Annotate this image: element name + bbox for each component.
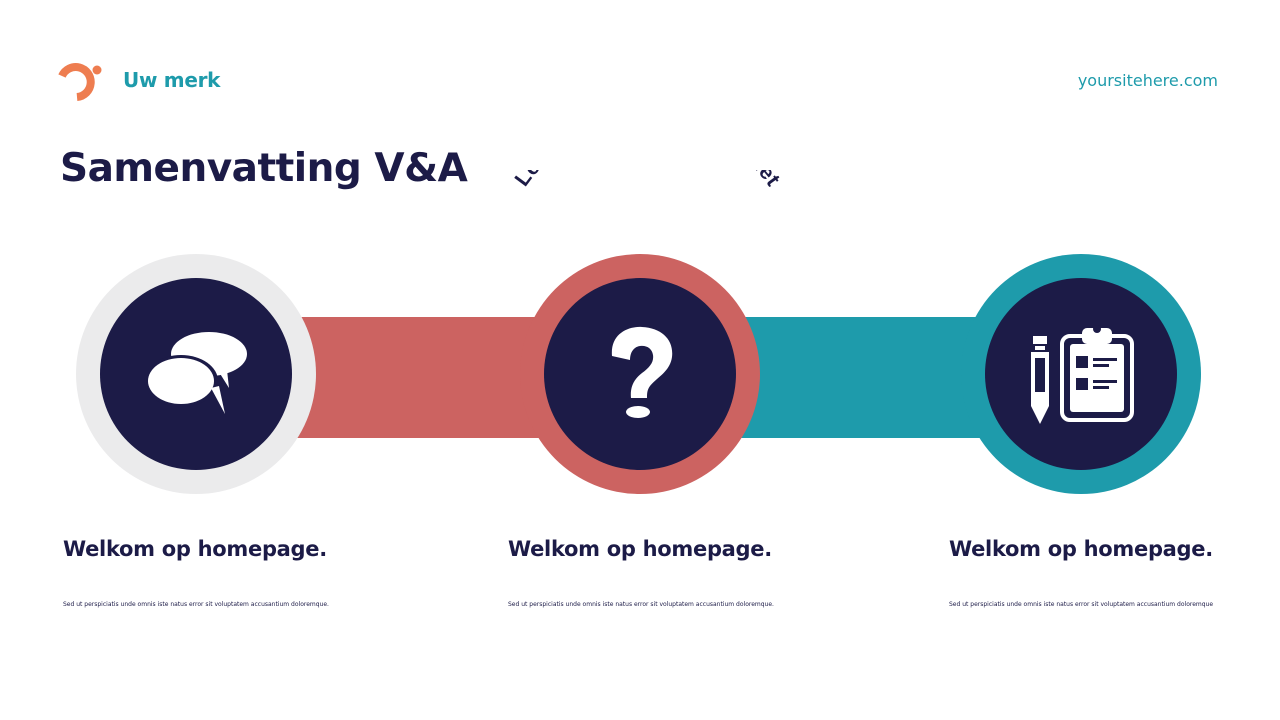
brand-name: Uw merk	[123, 68, 221, 92]
curved-caption: Lorem ipsum dolor sit amet	[511, 170, 785, 191]
website-link[interactable]: yoursitehere.com	[1077, 71, 1218, 90]
brand-logo-icon	[58, 63, 102, 101]
item-heading-1: Welkom op homepage.	[63, 537, 327, 561]
item-text-1: Sed ut perspiciatis unde omnis iste natu…	[63, 601, 329, 608]
question-mark-icon	[611, 326, 673, 418]
speech-bubbles-icon	[144, 332, 247, 414]
step-circle-3	[961, 254, 1201, 494]
item-text-3: Sed ut perspiciatis unde omnis iste natu…	[949, 601, 1214, 608]
svg-text:Lorem ipsum dolor sit amet: Lorem ipsum dolor sit amet	[511, 170, 785, 191]
step-circle-1	[76, 254, 316, 494]
item-heading-3: Welkom op homepage.	[949, 537, 1213, 561]
connector-band-red	[290, 317, 550, 438]
page-title: Samenvatting V&A	[60, 146, 468, 191]
item-text-2: Sed ut perspiciatis unde omnis iste natu…	[508, 601, 774, 608]
clipboard-checklist-icon	[1031, 325, 1134, 424]
connector-band-teal	[735, 317, 995, 438]
step-circle-2	[520, 254, 760, 494]
curved-caption-text: Lorem ipsum dolor sit amet	[511, 170, 785, 191]
item-heading-2: Welkom op homepage.	[508, 537, 772, 561]
